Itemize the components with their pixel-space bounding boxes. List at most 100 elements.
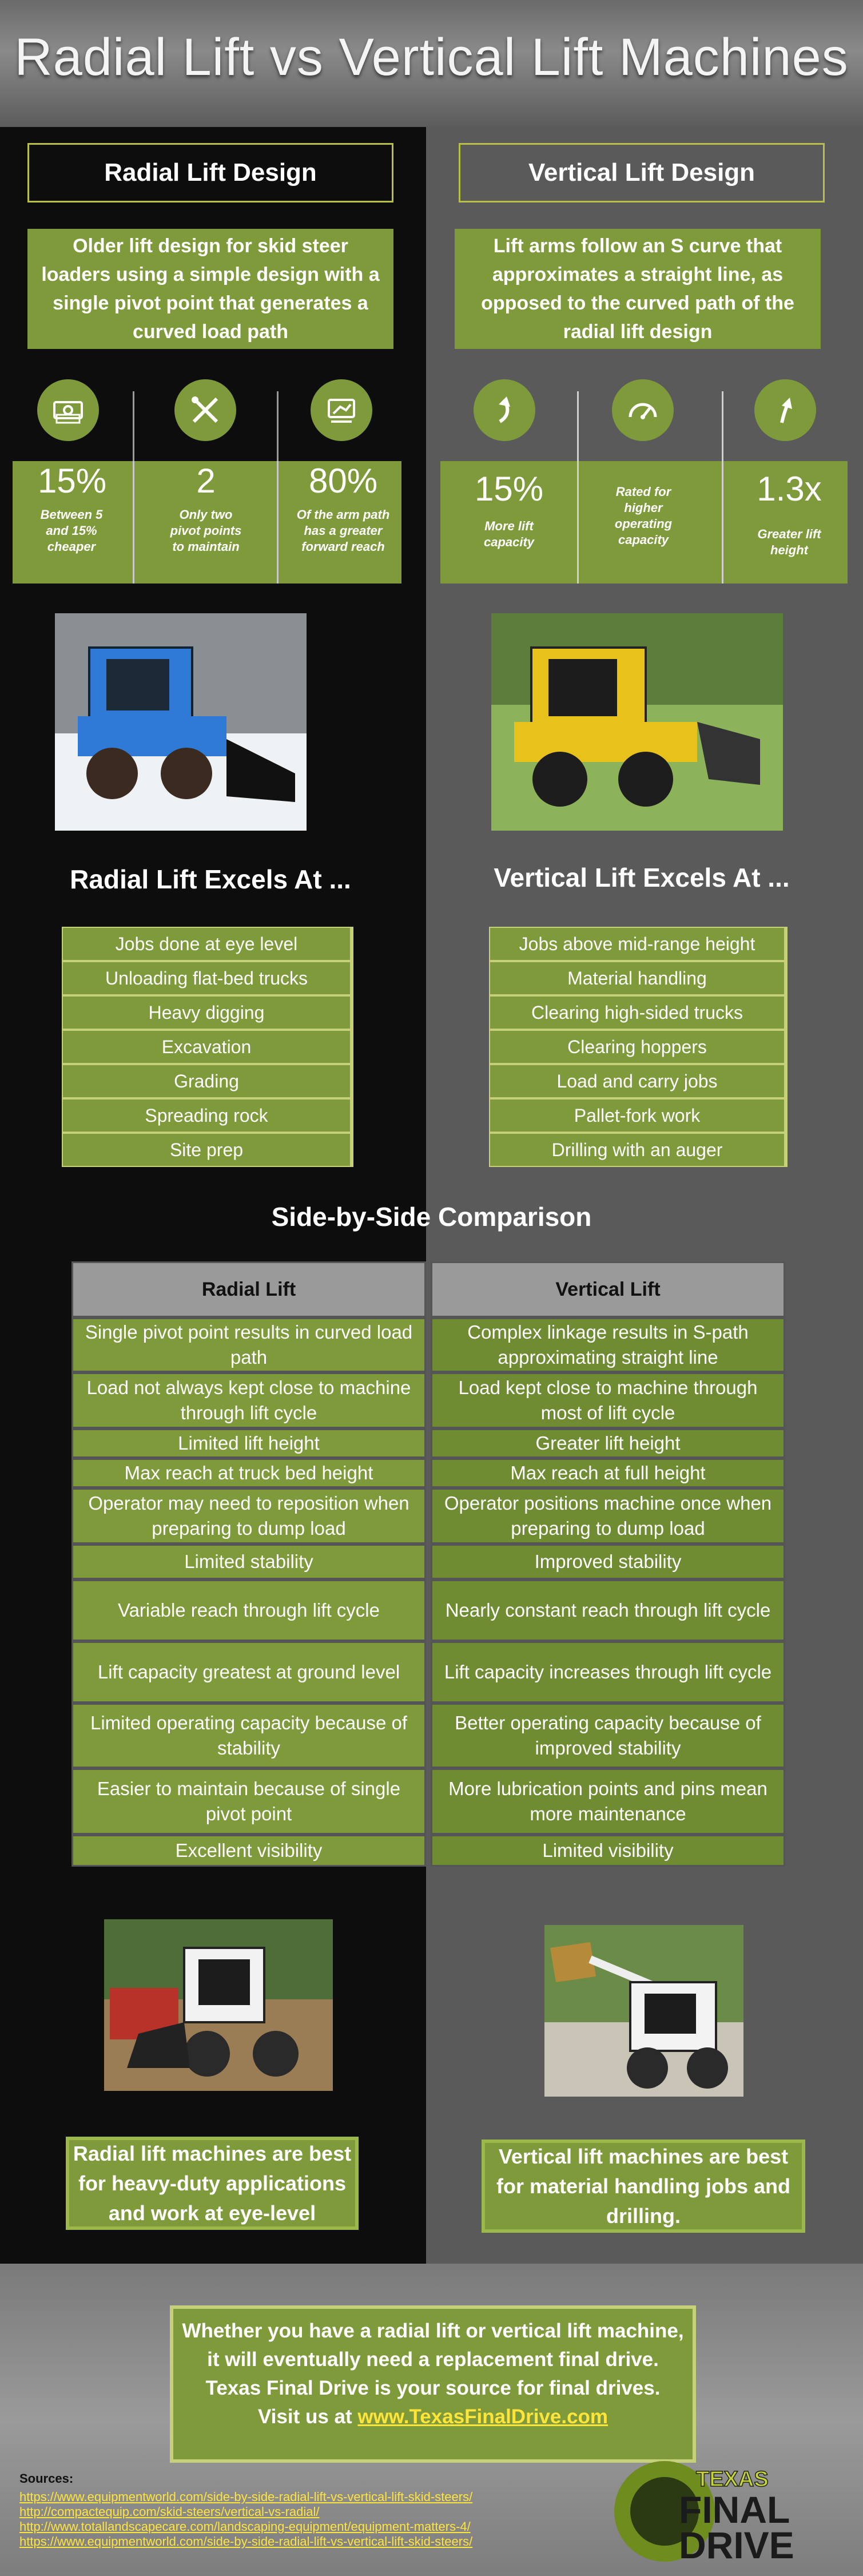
table-row: Max reach at truck bed height Max reach … [71, 1458, 797, 1488]
table-cell: More lubrication points and pins mean mo… [431, 1768, 785, 1835]
table-cell: Operator positions machine once when pre… [431, 1488, 785, 1544]
list-item: Load and carry jobs [489, 1064, 788, 1098]
list-item: Unloading flat-bed trucks [62, 961, 353, 995]
table-row: Variable reach through lift cycle Nearly… [71, 1579, 797, 1641]
vertical-best-summary: Vertical lift machines are best for mate… [482, 2140, 805, 2233]
divider [133, 461, 134, 584]
table-cell: Single pivot point results in curved loa… [71, 1317, 426, 1372]
source-link[interactable]: http://compactequip.com/skid-steers/vert… [19, 2504, 320, 2519]
footer-line: Texas Final Drive is your source for fin… [205, 2377, 661, 2399]
table-cell: Nearly constant reach through lift cycle [431, 1579, 785, 1641]
tools-icon [174, 379, 236, 441]
list-item: Grading [62, 1064, 353, 1098]
vertical-loader-photo [491, 613, 783, 831]
divider [277, 461, 279, 584]
sources: Sources: https://www.equipmentworld.com/… [19, 2471, 603, 2549]
table-cell: Operator may need to reposition when pre… [71, 1488, 426, 1544]
list-item: Spreading rock [62, 1098, 353, 1133]
stat-caption: Greater lift height [757, 527, 821, 557]
sources-label: Sources: [19, 2471, 74, 2486]
footer-line: Whether you have a radial lift or vertic… [182, 2320, 684, 2342]
stat-value: 1.3x [757, 470, 822, 508]
table-cell: Limited operating capacity because of st… [71, 1703, 426, 1768]
table-cell: Lift capacity greatest at ground level [71, 1641, 426, 1703]
footer-callout: Whether you have a radial lift or vertic… [170, 2305, 696, 2463]
stat-caption: Between 5 and 15% cheaper [40, 507, 103, 554]
vertical-excels-title: Vertical Lift Excels At ... [494, 863, 790, 892]
source-link[interactable]: https://www.equipmentworld.com/side-by-s… [19, 2534, 473, 2549]
source-link[interactable]: https://www.equipmentworld.com/side-by-s… [19, 2490, 473, 2504]
list-item: Heavy digging [62, 995, 353, 1030]
table-row: Excellent visibility Limited visibility [71, 1835, 797, 1867]
reach-icon [311, 379, 372, 441]
header-cell: Radial Lift [71, 1261, 426, 1317]
source-link[interactable]: http://www.totallandscapecare.com/landsc… [19, 2519, 471, 2534]
divider [577, 461, 579, 584]
divider [722, 461, 723, 584]
logo-text: FINAL [679, 2488, 790, 2531]
logo-text: DRIVE [679, 2524, 794, 2566]
radial-best-summary: Radial lift machines are best for heavy-… [66, 2137, 359, 2230]
money-icon [37, 379, 99, 441]
table-cell: Load kept close to machine through most … [431, 1372, 785, 1428]
table-row: Limited stability Improved stability [71, 1544, 797, 1579]
radial-stats-panel [13, 461, 401, 584]
stat-caption: Of the arm path has a greater forward re… [296, 507, 390, 554]
stat-caption: Rated for higher operating capacity [614, 485, 673, 547]
radial-design-label: Radial Lift Design [27, 143, 393, 203]
comparison-table: Radial Lift Vertical Lift Single pivot p… [71, 1261, 797, 1867]
footer-line: it will eventually need a replacement fi… [207, 2348, 659, 2371]
list-item: Clearing hoppers [489, 1030, 788, 1064]
radial-excels-list: Jobs done at eye level Unloading flat-be… [62, 927, 353, 1167]
texas-final-drive-logo: TEXAS FINAL DRIVE [610, 2448, 850, 2569]
list-item: Pallet-fork work [489, 1098, 788, 1133]
table-cell: Load not always kept close to machine th… [71, 1372, 426, 1428]
table-cell: Excellent visibility [71, 1835, 426, 1867]
table-cell: Greater lift height [431, 1428, 785, 1458]
stat-caption: Only two pivot points to maintain [170, 507, 242, 554]
up-arrow-icon [754, 379, 816, 441]
radial-description: Older lift design for skid steer loaders… [27, 229, 393, 349]
radial-excels-title: Radial Lift Excels At ... [70, 864, 351, 894]
list-item: Excavation [62, 1030, 353, 1064]
vertical-excels-list: Jobs above mid-range height Material han… [489, 927, 788, 1167]
table-cell: Lift capacity increases through lift cyc… [431, 1641, 785, 1703]
table-cell: Limited visibility [431, 1835, 785, 1867]
header-cell: Vertical Lift [431, 1261, 785, 1317]
website-link[interactable]: www.TexasFinalDrive.com [357, 2406, 609, 2428]
gauge-icon [612, 379, 674, 441]
vertical-stats-panel [440, 461, 848, 584]
table-cell: Better operating capacity because of imp… [431, 1703, 785, 1768]
table-cell: Limited lift height [71, 1428, 426, 1458]
comparison-title: Side-by-Side Comparison [271, 1202, 592, 1232]
curve-arrow-icon [474, 379, 535, 441]
list-item: Site prep [62, 1133, 353, 1167]
vertical-design-label: Vertical Lift Design [459, 143, 825, 203]
table-row: Operator may need to reposition when pre… [71, 1488, 797, 1544]
table-row: Load not always kept close to machine th… [71, 1372, 797, 1428]
stat-value: 80% [308, 462, 378, 500]
table-row: Easier to maintain because of single piv… [71, 1768, 797, 1835]
list-item: Clearing high-sided trucks [489, 995, 788, 1030]
table-row: Limited operating capacity because of st… [71, 1703, 797, 1768]
radial-loader-photo-2 [104, 1919, 333, 2091]
list-item: Drilling with an auger [489, 1133, 788, 1167]
table-cell: Easier to maintain because of single piv… [71, 1768, 426, 1835]
stat-value: 15% [37, 462, 107, 500]
stat-caption: More lift capacity [483, 519, 535, 549]
table-cell: Max reach at full height [431, 1458, 785, 1488]
table-cell: Complex linkage results in S-path approx… [431, 1317, 785, 1372]
stat-value: 2 [196, 462, 216, 500]
table-row: Lift capacity greatest at ground level L… [71, 1641, 797, 1703]
table-row: Limited lift height Greater lift height [71, 1428, 797, 1458]
vertical-description: Lift arms follow an S curve that approxi… [455, 229, 821, 349]
table-header: Radial Lift Vertical Lift [71, 1261, 797, 1317]
list-item: Material handling [489, 961, 788, 995]
vertical-loader-photo-2 [544, 1925, 743, 2097]
table-cell: Improved stability [431, 1544, 785, 1579]
page-title: Radial Lift vs Vertical Lift Machines [14, 28, 849, 86]
radial-loader-photo [55, 613, 307, 831]
table-row: Single pivot point results in curved loa… [71, 1317, 797, 1372]
table-cell: Limited stability [71, 1544, 426, 1579]
list-item: Jobs done at eye level [62, 927, 353, 961]
